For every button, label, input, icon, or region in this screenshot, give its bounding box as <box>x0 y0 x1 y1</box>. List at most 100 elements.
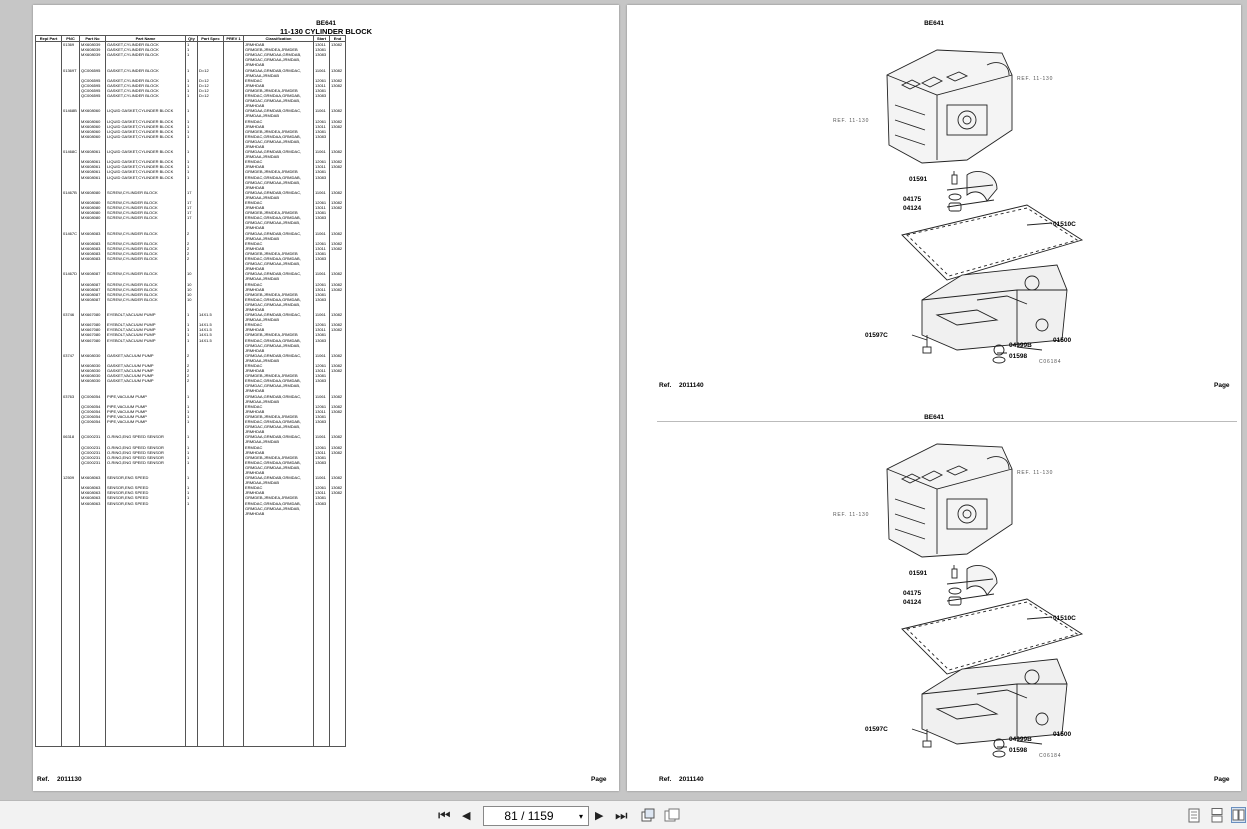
table-cell <box>329 57 346 63</box>
table-cell <box>329 301 346 307</box>
table-row: GRMDAC,GRMDAA,JRMDAB, <box>35 220 346 226</box>
page-indicator: 81 / 1159 <box>504 809 554 823</box>
previous-page-button[interactable]: ◀ <box>462 810 471 822</box>
table-cell <box>329 515 346 747</box>
next-page-button[interactable]: ▶ <box>595 810 604 822</box>
last-page-button[interactable]: ⏭ <box>615 807 628 823</box>
table-cell: 13082 <box>329 245 346 251</box>
page-number-select[interactable]: 81 / 1159 ▾ <box>483 806 589 826</box>
table-cell: 13082 <box>329 230 346 236</box>
chevron-down-icon[interactable]: ▾ <box>578 811 583 821</box>
rotate-view-icon[interactable] <box>640 807 656 828</box>
footer-ref-value: 2011140 <box>679 382 704 389</box>
illustration-page: BE641 <box>627 5 1241 791</box>
first-page-button[interactable]: ⏮ <box>438 807 451 823</box>
table-cell <box>329 454 346 460</box>
table-row: GRMDAC,GRMDAA,JRMDAB, <box>35 138 346 144</box>
table-cell <box>329 143 346 150</box>
footer-page-label: Page <box>591 776 607 783</box>
callout-label: 04124 <box>903 599 921 606</box>
table-cell <box>329 138 346 144</box>
table-cell: 13082 <box>329 67 346 73</box>
table-row: GRMDAC,GRMDAA,JRMDAB, <box>35 179 346 185</box>
table-cell <box>329 154 346 160</box>
table-cell <box>329 398 346 404</box>
table-cell: 13082 <box>329 149 346 155</box>
table-cell: 13082 <box>329 164 346 170</box>
table-cell <box>329 179 346 185</box>
table-cell <box>185 515 198 747</box>
table-cell <box>329 413 346 420</box>
table-row: JRMHDAB <box>35 510 346 516</box>
ref-label-top: REF. 11-130 <box>1017 470 1053 476</box>
callout-label: 01500 <box>1053 337 1071 344</box>
table-cell <box>329 459 346 465</box>
facing-pages-view-icon[interactable] <box>1231 807 1246 828</box>
table-row: JRMDAA,JRMDAB <box>35 357 346 363</box>
table-cell: 13082 <box>329 205 346 211</box>
single-page-view-icon[interactable] <box>1188 808 1200 828</box>
table-cell: 01369T <box>61 67 80 73</box>
diagram-drawing: REF. 11-130 REF. 11-130 01591 04175 0412… <box>833 443 1084 759</box>
footer-ref-label: Ref. <box>659 382 672 389</box>
table-row: JRMHDAB <box>35 184 346 190</box>
table-cell: 13082 <box>329 82 346 88</box>
callout-label: 01598 <box>1009 747 1027 754</box>
table-cell <box>329 505 346 511</box>
table-cell <box>329 235 346 241</box>
table-row: GRMDAC,GRMDAA,JRMDAB, <box>35 57 346 63</box>
table-cell <box>329 103 346 109</box>
table-cell <box>329 500 346 506</box>
table-cell <box>313 515 330 747</box>
table-cell <box>329 210 346 216</box>
table-cell <box>329 510 346 516</box>
table-cell <box>329 332 346 338</box>
table-cell <box>329 93 346 99</box>
table-cell <box>329 62 346 68</box>
table-row: JRMHDAB <box>35 143 346 150</box>
table-cell <box>329 47 346 53</box>
table-row: JRMHDAB <box>35 347 346 353</box>
table-row: JRMDAA,JRMDAB <box>35 480 346 486</box>
column-header: Part Spec <box>197 34 224 43</box>
callout-label: 01598 <box>1009 353 1027 360</box>
table-cell <box>329 424 346 430</box>
table-row: JRMDAA,JRMDAB <box>35 276 346 282</box>
table-cell <box>35 515 62 747</box>
table-cell <box>329 296 346 302</box>
table-row: JRMDAA,JRMDAB <box>35 317 346 323</box>
table-cell <box>223 515 244 747</box>
two-page-view-icon[interactable] <box>664 807 680 828</box>
table-row: JRMDAA,JRMDAB <box>35 72 346 78</box>
table-cell <box>329 215 346 221</box>
table-row: GRMDAC,GRMDAA,JRMDAB, <box>35 383 346 389</box>
table-cell: 13082 <box>329 322 346 328</box>
table-cell <box>329 439 346 445</box>
continuous-view-icon[interactable] <box>1211 808 1223 828</box>
table-cell <box>61 515 80 747</box>
table-row <box>35 515 346 747</box>
table-row: GRMDAC,GRMDAA,JRMDAB, <box>35 261 346 267</box>
callout-label: 04999B <box>1009 342 1032 349</box>
table-cell <box>105 515 186 747</box>
table-cell <box>329 419 346 425</box>
illustration-model-code: BE641 <box>924 20 944 27</box>
